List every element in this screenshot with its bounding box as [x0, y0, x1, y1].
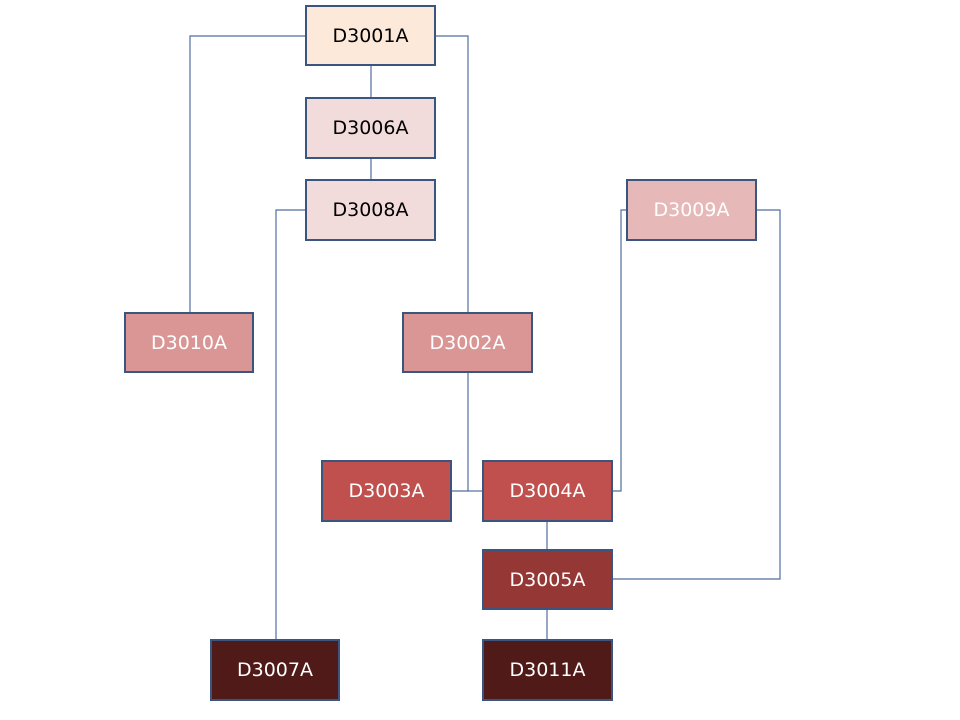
edge-D3009A-D3005A	[613, 209, 781, 580]
edge-D3002A-D3003A	[452, 373, 469, 492]
node-D3004A[interactable]: D3004A	[482, 460, 613, 522]
edge-D3001A-D3002A	[436, 35, 469, 312]
node-D3009A[interactable]: D3009A	[626, 179, 757, 241]
edge-D3009A-D3004A	[613, 209, 626, 492]
node-D3001A[interactable]: D3001A	[305, 5, 436, 66]
node-D3002A[interactable]: D3002A	[402, 312, 533, 373]
node-D3006A[interactable]: D3006A	[305, 97, 436, 159]
node-D3008A[interactable]: D3008A	[305, 179, 436, 241]
node-D3003A[interactable]: D3003A	[321, 460, 452, 522]
node-D3011A[interactable]: D3011A	[482, 639, 613, 701]
node-D3005A[interactable]: D3005A	[482, 549, 613, 610]
edge-D3008A-D3007A	[275, 209, 305, 639]
node-D3010A[interactable]: D3010A	[124, 312, 254, 373]
node-D3007A[interactable]: D3007A	[210, 639, 340, 701]
edge-D3001A-D3010A	[189, 35, 305, 312]
